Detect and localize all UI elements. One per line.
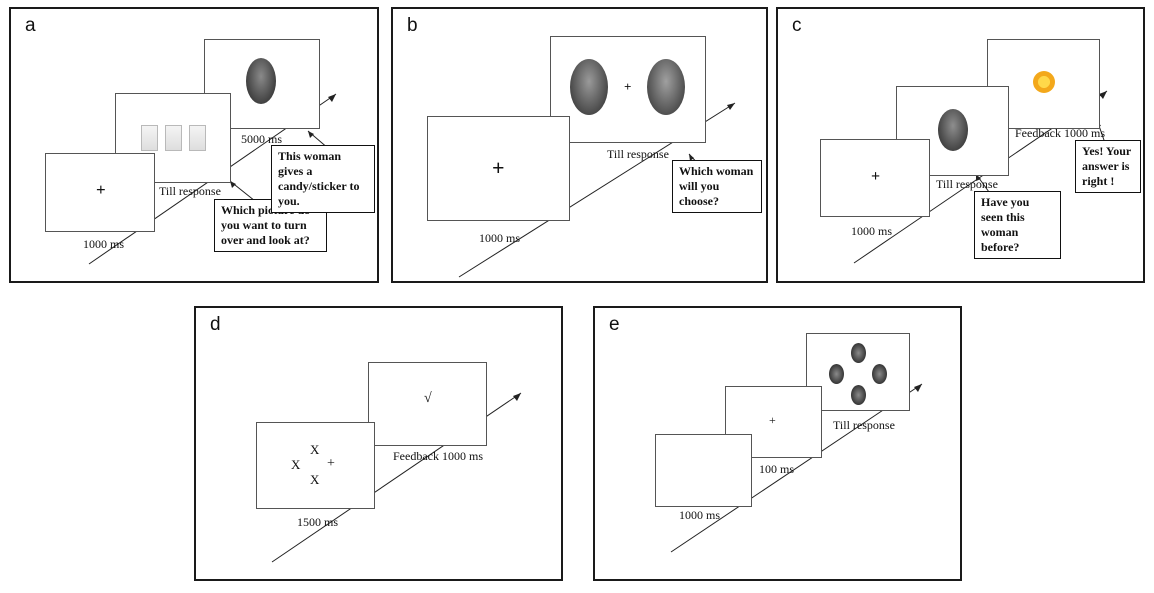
smiling-sun-icon xyxy=(1033,71,1055,93)
screen-photo-a xyxy=(204,39,320,129)
duration-label: 100 ms xyxy=(759,462,795,476)
panel-b: b + + 1000 ms Till response Which woman … xyxy=(391,7,768,283)
duration-label: 1000 ms xyxy=(479,231,521,245)
face-image-left xyxy=(570,59,608,115)
screen-feedback-d: √ xyxy=(368,362,487,446)
fixation-cross: + xyxy=(871,168,881,185)
face-image-top xyxy=(851,343,866,363)
duration-label: 5000 ms xyxy=(241,132,283,146)
screen-fixation-b: + xyxy=(427,116,570,221)
face-image-right xyxy=(872,364,887,384)
thumbnail-icon-2 xyxy=(165,125,182,151)
duration-label: 1000 ms xyxy=(851,224,893,238)
timeline-arrow-e xyxy=(670,383,923,553)
thumbnail-icon-3 xyxy=(189,125,206,151)
duration-label: Till response xyxy=(833,418,895,432)
fixation-cross: + xyxy=(769,413,776,427)
duration-label: 1000 ms xyxy=(679,508,721,522)
panel-label-e: e xyxy=(609,314,620,335)
duration-label: 1000 ms xyxy=(83,237,125,251)
duration-label: Feedback 1000 ms xyxy=(393,449,483,463)
duration-label: Till response xyxy=(607,147,669,161)
stimulus-x: X xyxy=(310,442,320,457)
question-box: Which woman will you choose? xyxy=(672,160,762,213)
duration-label: Till response xyxy=(936,177,998,191)
stimulus-x: X xyxy=(310,472,320,487)
panel-label-b: b xyxy=(407,15,418,36)
screen-fixation-c: + xyxy=(820,139,930,217)
question-box: Yes! Your answer is right ! xyxy=(1075,140,1141,193)
panel-label-d: d xyxy=(210,314,221,335)
screen-two-faces-b: + xyxy=(550,36,706,143)
panel-label-c: c xyxy=(792,15,802,36)
panel-c: c + 1000 ms Till response Feedback 1000 … xyxy=(776,7,1145,283)
screen-stimulus-d: X X + X xyxy=(256,422,375,509)
face-image-right xyxy=(647,59,685,115)
question-box: Have you seen this woman before? xyxy=(974,191,1061,259)
panel-label-a: a xyxy=(25,15,36,36)
duration-label: Till response xyxy=(159,184,221,198)
duration-label: Feedback 1000 ms xyxy=(1015,126,1105,140)
fixation-cross: + xyxy=(492,155,505,180)
fixation-cross: + xyxy=(96,180,106,199)
panel-e: e + 1000 ms 100 ms Till response xyxy=(593,306,962,581)
stimulus-x: X xyxy=(291,457,301,472)
screen-fixation-a: + xyxy=(45,153,155,232)
face-image xyxy=(246,58,276,104)
screen-choice-a xyxy=(115,93,231,183)
face-image-bottom xyxy=(851,385,866,405)
check-mark-icon: √ xyxy=(424,391,432,406)
question-box: This woman gives a candy/sticker to you. xyxy=(271,145,375,213)
center-cross: + xyxy=(624,79,632,94)
face-image xyxy=(938,109,968,151)
duration-label: 1500 ms xyxy=(297,515,339,529)
screen-faces-e xyxy=(806,333,910,411)
screen-face-c xyxy=(896,86,1009,176)
panel-a: a + 1000 ms Till response 5000 ms Which … xyxy=(9,7,379,283)
screen-blank-e xyxy=(655,434,752,507)
panel-d: d √ X X + X 1500 ms Feedback 1000 ms xyxy=(194,306,563,581)
stimulus-plus: + xyxy=(327,456,335,471)
thumbnail-icon-1 xyxy=(141,125,158,151)
face-image-left xyxy=(829,364,844,384)
